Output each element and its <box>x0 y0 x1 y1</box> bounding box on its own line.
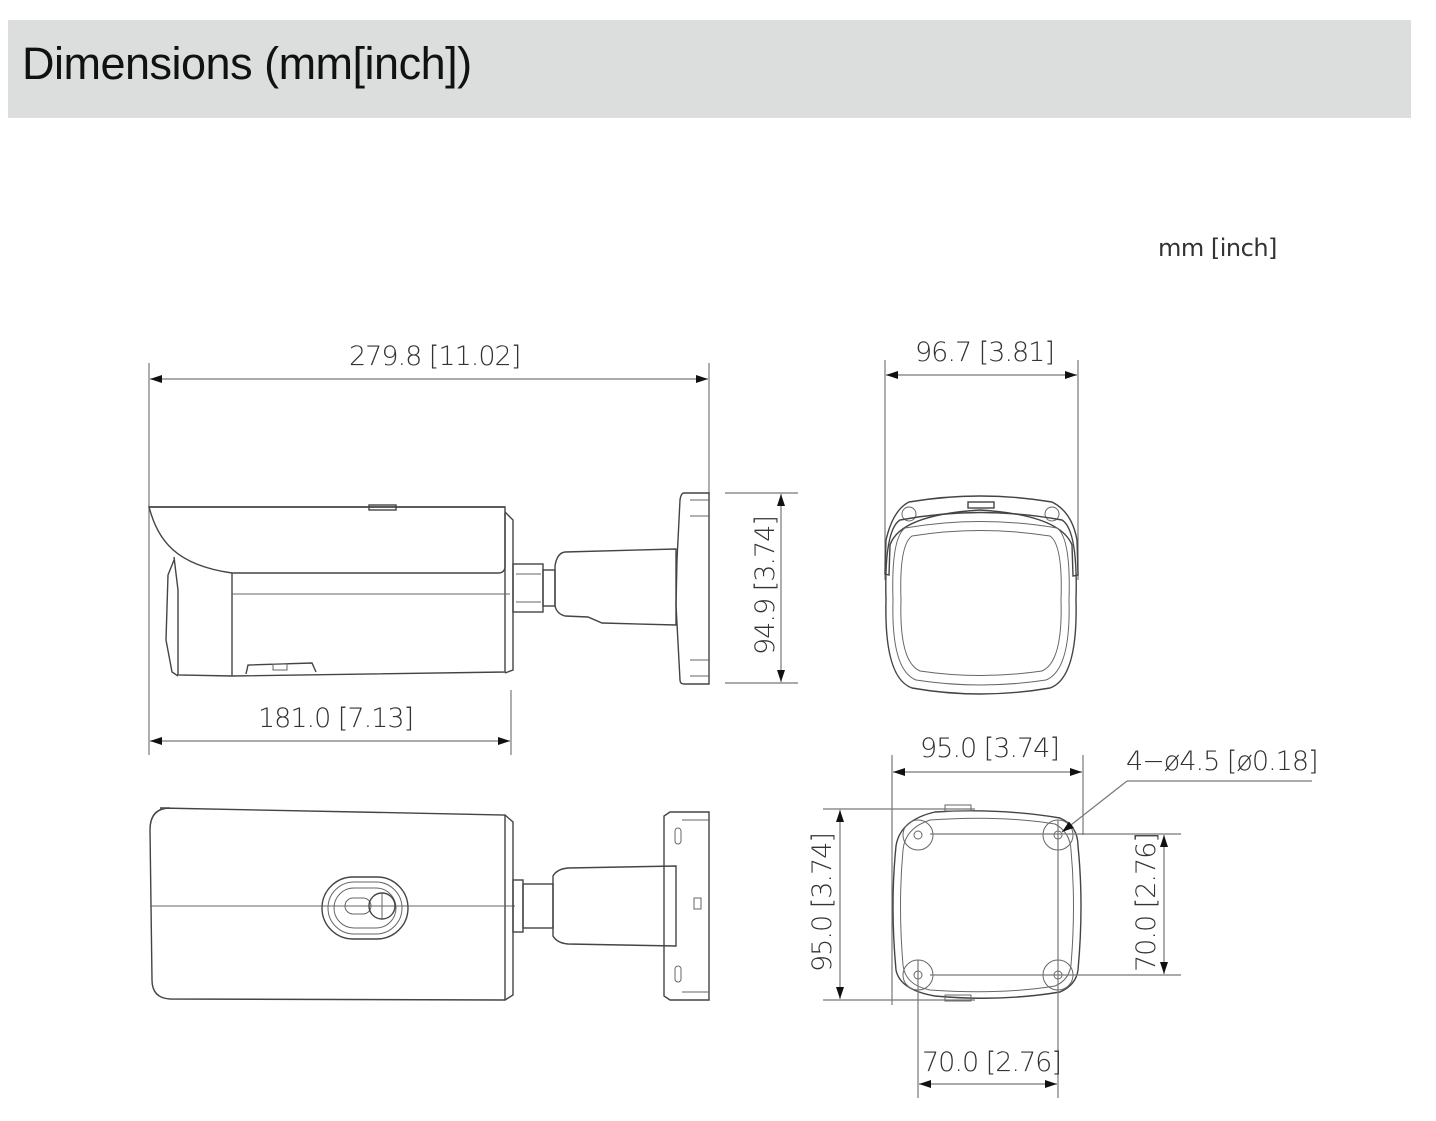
base-width-label: 95.0 [3.74] <box>920 733 1059 764</box>
top-view <box>149 807 710 1001</box>
base-height-label: 95.0 [3.74] <box>807 833 838 972</box>
body-length-label: 181.0 [7.13] <box>258 703 413 734</box>
unit-label: mm [inch] <box>1158 234 1277 262</box>
front-width-label: 96.7 [3.81] <box>915 337 1054 368</box>
front-view: 96.7 [3.81] <box>884 337 1079 695</box>
overall-length-label: 279.8 [11.02] <box>349 341 520 372</box>
page-title: Dimensions (mm[inch]) <box>22 38 472 89</box>
hole-callout-label: 4−ø4.5 [ø0.18] <box>1126 746 1318 777</box>
mount-height-label: 94.9 [3.74] <box>750 516 781 655</box>
hole-spacing-vertical-label: 70.0 [2.76] <box>1131 833 1162 972</box>
section-header: Dimensions (mm[inch]) <box>8 20 1411 118</box>
side-view: 279.8 [11.02] 181.0 [7.13] 94.9 [3.74] <box>148 341 798 755</box>
mount-base-view: 95.0 [3.74] 95.0 [3.74] 70.0 [2.76] 70.0… <box>807 733 1319 1098</box>
hole-spacing-horizontal-label: 70.0 [2.76] <box>922 1047 1061 1078</box>
